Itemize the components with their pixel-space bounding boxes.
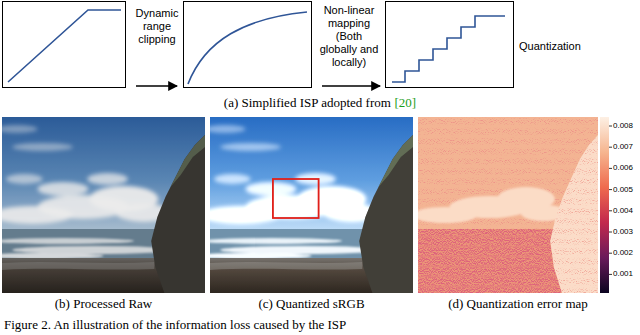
nonlinear-curve (188, 12, 307, 84)
subfigure-caption: (a) Simplified ISP adopted from (224, 95, 391, 110)
step-label: Non-linear mapping (Both globally and lo… (316, 4, 382, 69)
colorbar-ticks (609, 126, 612, 274)
figure-caption: Figure 2. An illustration of the informa… (4, 317, 346, 333)
step-label: Dynamic range clipping (132, 7, 182, 46)
subfigure-caption: (c) Quantized sRGB (210, 296, 413, 311)
clipping-curve (8, 10, 121, 82)
step-label: Quantization (519, 40, 599, 53)
quantization-plot-frame (386, 2, 514, 88)
colorbar-tick-label: 0.003 (613, 227, 639, 236)
colorbar (600, 117, 614, 293)
colorbar-tick-label: 0.007 (613, 142, 639, 151)
pipeline-arrow (136, 85, 177, 86)
citation-link: [20] (395, 95, 417, 110)
colorbar-tick-label: 0.008 (613, 121, 639, 130)
subfigure-caption: (d) Quantization error map (418, 296, 618, 311)
pipeline-arrow (322, 85, 380, 86)
subfigure-caption: (b) Processed Raw (2, 296, 205, 311)
colorbar-tick-label: 0.004 (613, 206, 639, 215)
processed-raw-photo (2, 117, 205, 293)
mapping-plot-frame (184, 2, 312, 88)
subfigure-caption-line: (a) Simplified ISP adopted from [20] (0, 95, 640, 111)
highlight-box (273, 179, 319, 218)
error-map-heatmap (418, 117, 598, 293)
colorbar-tick-label: 0.005 (613, 185, 639, 194)
colorbar-tick-label: 0.002 (613, 248, 639, 257)
colorbar-gradient (600, 117, 609, 293)
quantized-srgb-photo (210, 117, 413, 293)
staircase-curve (392, 16, 505, 82)
colorbar-tick-label: 0.006 (613, 163, 639, 172)
clipping-plot-frame (3, 2, 126, 88)
colorbar-tick-label: 0.001 (613, 269, 639, 278)
